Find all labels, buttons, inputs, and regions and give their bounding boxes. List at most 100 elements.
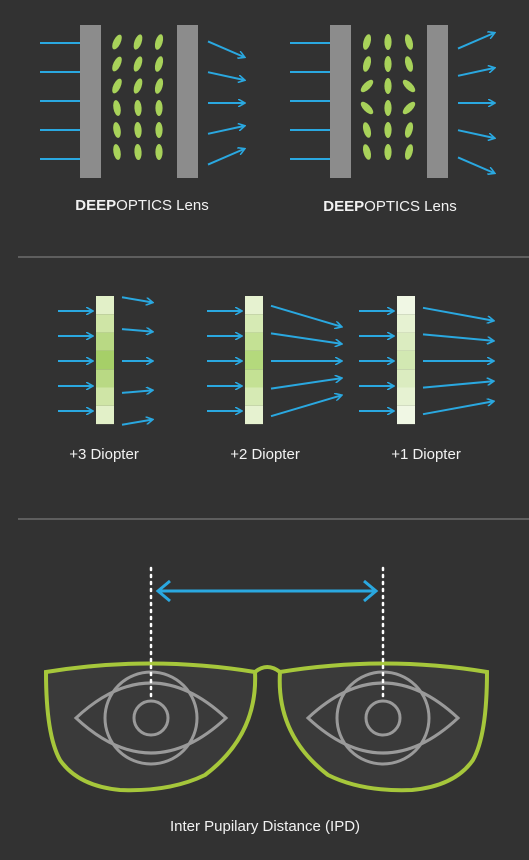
diopter-lens-segment [96, 369, 114, 388]
light-ray-arrow [207, 149, 244, 166]
light-ray-arrow [207, 71, 244, 80]
diopter-lens-segment [96, 296, 114, 315]
liquid-crystal-molecule [360, 101, 374, 115]
diopter-lens-segment [397, 387, 415, 406]
diopter-lens-segment [397, 405, 415, 425]
section-lens-diagrams [40, 25, 494, 178]
ipd-label: Inter Pupilary Distance (IPD) [169, 818, 361, 835]
liquid-crystal-molecule [384, 34, 392, 50]
liquid-crystal-molecule [154, 56, 164, 72]
section-diopter-diagrams [58, 296, 493, 426]
diopter-lens-segment [245, 332, 263, 351]
liquid-crystal-molecule [404, 144, 414, 160]
glasses-bridge [253, 665, 282, 674]
diopter-lens-segment [397, 332, 415, 351]
diopter-label-2: +2 Diopter [230, 446, 300, 463]
ipd-double-arrow [155, 579, 379, 603]
liquid-crystal-molecule [384, 100, 392, 116]
diopter-lens-segment [245, 369, 263, 388]
lens-plate [80, 25, 101, 178]
liquid-crystal-molecule [384, 122, 392, 138]
liquid-crystal-molecule [384, 144, 392, 160]
diopter-lens-segment [397, 350, 415, 370]
light-ray-arrow [121, 420, 152, 426]
light-ray-arrow [270, 332, 341, 343]
eye-pupil-left [132, 699, 170, 737]
brand-bold-left: DEEP [75, 197, 117, 214]
liquid-crystal-molecule [402, 79, 416, 93]
liquid-crystal-molecule [134, 144, 142, 160]
lens-plate [427, 25, 448, 178]
liquid-crystal-molecule [154, 34, 164, 50]
light-ray-arrow [422, 401, 493, 416]
liquid-crystal-molecule [362, 56, 372, 72]
lens-plate [177, 25, 198, 178]
diopter-lens-segment [245, 314, 263, 333]
light-ray-arrow [457, 33, 494, 50]
glasses-lens-left [43, 661, 258, 793]
diopter-lens-segment [397, 314, 415, 333]
liquid-crystal-molecule [404, 34, 414, 50]
glasses-lens-right [277, 661, 490, 793]
eye-pupil-right [364, 699, 402, 737]
diopter-lens-segment [96, 405, 114, 425]
liquid-crystal-molecule [155, 144, 163, 160]
liquid-crystal-molecule [133, 78, 143, 94]
light-ray-arrow [207, 126, 244, 135]
diopter-label-3: +1 Diopter [391, 446, 461, 463]
section-ipd-diagram [43, 566, 490, 793]
light-ray-arrow [457, 68, 494, 77]
brand-rest-right: OPTICS Lens [364, 198, 457, 215]
liquid-crystal-molecule [113, 100, 121, 116]
liquid-crystal-molecule [113, 144, 121, 160]
liquid-crystal-molecule [112, 78, 122, 94]
liquid-crystal-molecule [134, 122, 142, 138]
diopter-lens-segment [245, 296, 263, 315]
light-ray-arrow [422, 381, 493, 389]
liquid-crystal-molecule [155, 122, 163, 138]
liquid-crystal-molecule [404, 122, 414, 138]
liquid-crystal-molecule [133, 34, 143, 50]
lens-caption-left: DEEPOPTICS Lens [75, 197, 208, 214]
diopter-lens-segment [96, 314, 114, 333]
diopter-lens-segment [96, 387, 114, 406]
liquid-crystal-molecule [404, 56, 414, 72]
light-ray-arrow [121, 329, 152, 332]
ipd-arrowhead-left [155, 579, 171, 603]
light-ray-arrow [270, 378, 341, 390]
liquid-crystal-molecule [155, 100, 163, 116]
liquid-crystal-molecule [362, 122, 372, 138]
diopter-lens-segment [245, 405, 263, 425]
liquid-crystal-molecule [112, 34, 122, 50]
ipd-arrowhead-right [363, 579, 379, 603]
lens-caption-right: DEEPOPTICS Lens [323, 198, 456, 215]
light-ray-arrow [121, 390, 152, 393]
liquid-crystal-molecule [134, 100, 142, 116]
light-ray-arrow [121, 296, 152, 302]
liquid-crystal-molecule [113, 122, 121, 138]
light-ray-arrow [270, 395, 341, 418]
diopter-lens-segment [245, 387, 263, 406]
eye-outline-right [305, 681, 461, 755]
liquid-crystal-molecule [384, 56, 392, 72]
light-ray-arrow [270, 304, 341, 327]
diopter-lens-segment [397, 296, 415, 315]
liquid-crystal-molecule [362, 34, 372, 50]
light-ray-arrow [422, 306, 493, 321]
eye-outline-left [73, 681, 229, 755]
liquid-crystal-molecule [362, 144, 372, 160]
brand-rest-left: OPTICS Lens [116, 197, 209, 214]
lens-plate [330, 25, 351, 178]
light-ray-arrow [457, 129, 494, 138]
liquid-crystal-molecule [402, 101, 416, 115]
diopter-lens-segment [245, 350, 263, 370]
liquid-crystal-molecule [133, 56, 143, 72]
light-ray-arrow [207, 40, 244, 57]
liquid-crystal-molecule [154, 78, 164, 94]
liquid-crystal-molecule [384, 78, 392, 94]
liquid-crystal-molecule [360, 79, 374, 93]
diopter-label-1: +3 Diopter [69, 446, 139, 463]
light-ray-arrow [457, 156, 494, 173]
